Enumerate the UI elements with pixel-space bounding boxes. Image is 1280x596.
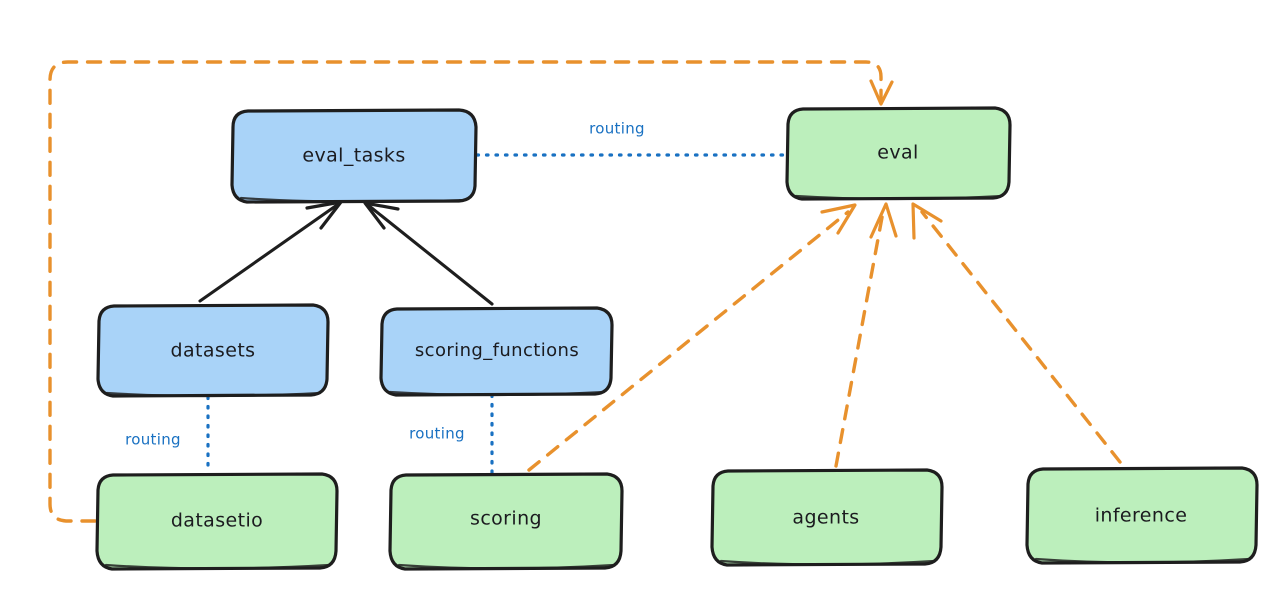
edge-label-routing-eval_tasks-eval: routing	[589, 120, 645, 138]
node-scoring_functions[interactable]: scoring_functions	[379, 306, 614, 397]
edge-datasetio-eval[interactable]	[48, 60, 894, 523]
edge-datasetio-eval-arrowhead	[869, 79, 894, 106]
node-datasetio-sketch	[104, 563, 331, 570]
node-scoring_functions-shape	[379, 306, 614, 397]
edge-inference-eval-line	[920, 210, 1122, 464]
edge-inference-eval[interactable]	[911, 202, 1122, 464]
node-agents-shape	[710, 468, 944, 567]
edge-scoring-eval-arrowhead	[820, 203, 857, 235]
node-inference-label: inference	[1095, 505, 1188, 527]
edge-inference-eval-arrowhead	[911, 202, 943, 240]
node-eval[interactable]: eval	[785, 106, 1012, 201]
node-eval_tasks[interactable]: eval_tasks	[230, 108, 478, 204]
node-inference-sketch	[1034, 557, 1251, 564]
edge-agents-eval-arrowhead	[869, 202, 898, 239]
edge-label-routing-datasets-datasetio: routing	[125, 431, 181, 449]
node-agents-label: agents	[792, 507, 859, 529]
node-datasets-label: datasets	[171, 340, 256, 362]
edge-datasetio-eval-line	[48, 60, 883, 523]
node-scoring[interactable]: scoring	[388, 472, 624, 571]
node-inference[interactable]: inference	[1025, 466, 1259, 565]
edge-scoring-eval-line	[527, 210, 850, 472]
edge-datasets-eval_tasks-line	[198, 203, 339, 303]
node-datasetio-shape	[95, 472, 339, 571]
node-datasets-shape	[96, 303, 330, 398]
edge-scoring-eval[interactable]	[527, 203, 857, 472]
node-eval-sketch	[794, 194, 1004, 201]
node-scoring-label: scoring	[470, 508, 542, 530]
edge-datasets-eval_tasks[interactable]	[198, 200, 343, 303]
node-datasetio[interactable]: datasetio	[95, 472, 339, 571]
node-agents[interactable]: agents	[710, 468, 944, 567]
node-scoring-shape	[388, 472, 624, 571]
node-scoring-sketch	[397, 563, 616, 570]
node-inference-shape	[1025, 466, 1259, 565]
node-scoring_functions-sketch	[388, 390, 606, 397]
node-layer: eval_tasks eval datasets scoring_functio…	[95, 106, 1259, 571]
node-eval-shape	[785, 106, 1012, 201]
node-scoring_functions-label: scoring_functions	[415, 340, 579, 361]
node-datasetio-label: datasetio	[171, 510, 263, 532]
edge-label-layer: routing routing routing	[125, 120, 645, 449]
node-eval_tasks-label: eval_tasks	[302, 145, 405, 167]
edge-agents-eval[interactable]	[834, 202, 898, 468]
node-datasets[interactable]: datasets	[96, 303, 330, 398]
node-agents-sketch	[719, 559, 936, 566]
edge-scoring_functions-eval_tasks-line	[366, 203, 494, 306]
node-eval_tasks-sketch	[239, 196, 468, 203]
edge-label-routing-scoring_functions-scoring: routing	[409, 425, 465, 443]
edge-agents-eval-line	[834, 210, 885, 468]
node-datasets-sketch	[105, 391, 322, 398]
edge-scoring_functions-eval_tasks[interactable]	[363, 201, 494, 306]
node-eval-label: eval	[877, 142, 918, 164]
